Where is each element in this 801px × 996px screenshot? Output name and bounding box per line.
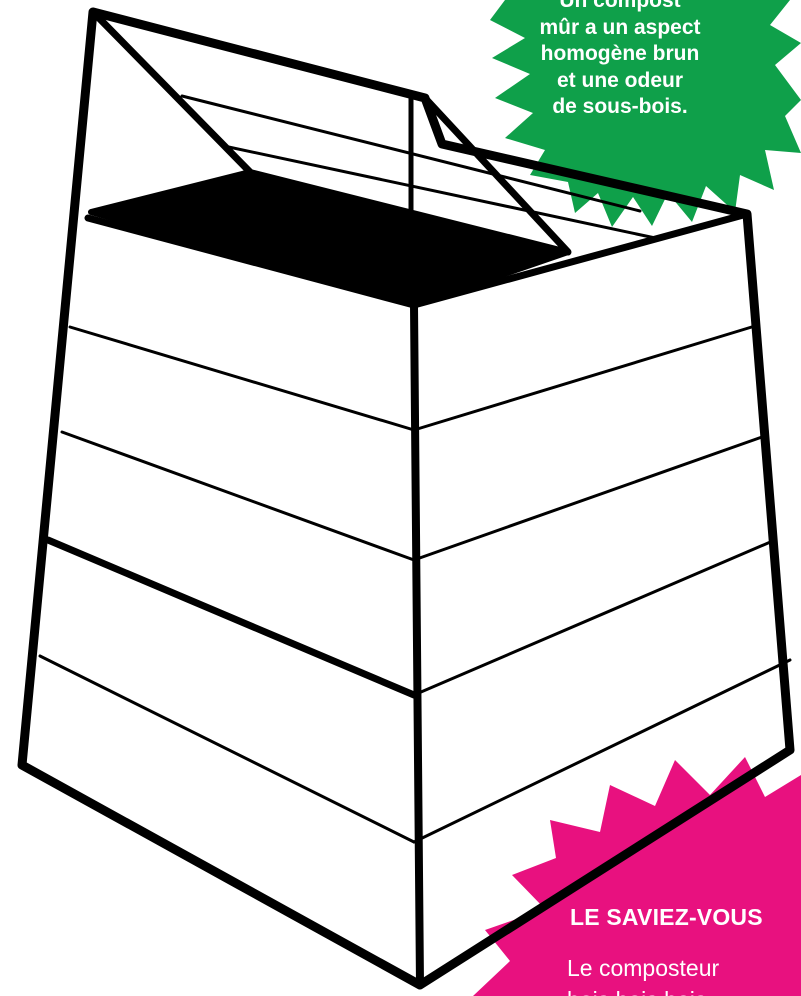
green-callout-line: Un compost bbox=[495, 0, 745, 15]
pink-callout-body: Le composteur bois bois bois bbox=[567, 952, 719, 996]
pink-callout-line: Le composteur bbox=[567, 952, 719, 984]
left-plank-line-4 bbox=[40, 656, 414, 842]
green-callout-line: mûr a un aspect bbox=[495, 15, 745, 42]
pink-callout-line: bois bois bois bbox=[567, 984, 719, 996]
green-callout-text: Un compost mûr a un aspect homogène brun… bbox=[495, 0, 745, 121]
right-plank-line-2 bbox=[414, 437, 762, 560]
pink-callout-title: LE SAVIEZ-VOUS bbox=[570, 904, 763, 931]
left-plank-line-2 bbox=[62, 432, 414, 560]
bin-front-edge bbox=[414, 305, 420, 985]
green-callout-line: de sous-bois. bbox=[495, 94, 745, 121]
right-plank-line-1 bbox=[414, 326, 755, 430]
green-callout-line: homogène brun bbox=[495, 41, 745, 68]
right-plank-line-3 bbox=[414, 540, 775, 695]
left-plank-line-1 bbox=[70, 327, 414, 430]
green-callout-line: et une odeur bbox=[495, 68, 745, 95]
left-plank-line-3 bbox=[48, 540, 414, 695]
